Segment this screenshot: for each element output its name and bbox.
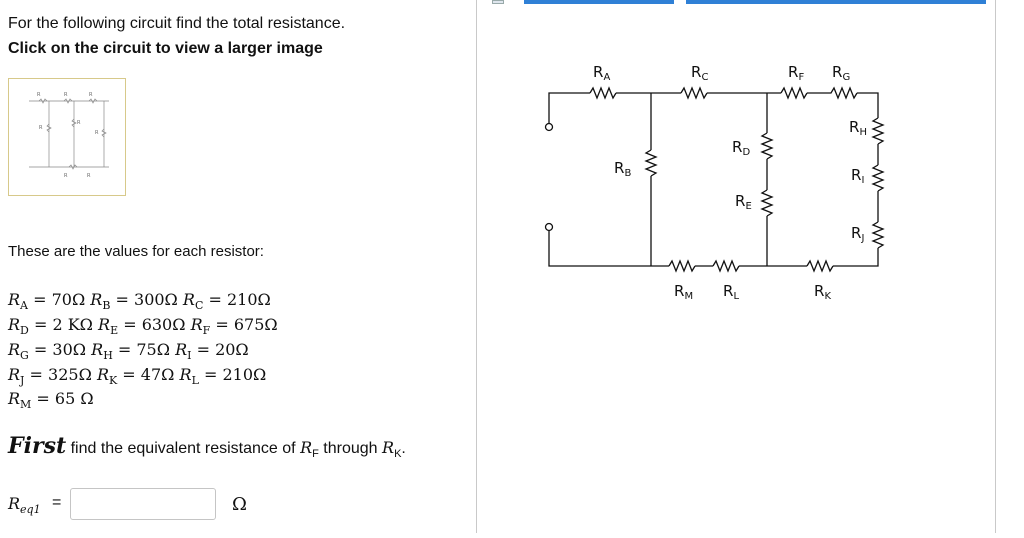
label-rm: M [684, 291, 693, 302]
svg-text:RC: RC [691, 63, 708, 83]
svg-text:R: R [64, 92, 68, 98]
svg-text:RG: RG [832, 63, 850, 83]
value-rg: 30Ω [52, 340, 87, 359]
label-rg: G [842, 72, 850, 83]
label-rd: D [742, 147, 750, 158]
answer-label-sub: eq1 [20, 503, 41, 517]
svg-text:R: R [87, 173, 91, 179]
values-line-5: RM = 65 Ω [8, 389, 94, 412]
svg-text:R: R [77, 120, 81, 126]
value-rb: 300Ω [134, 290, 178, 309]
values-line-2: RD = 2 KΩ RE = 630Ω RF = 675Ω [8, 315, 278, 338]
svg-text:RF: RF [788, 63, 804, 83]
label-rl: L [733, 291, 739, 302]
svg-text:R: R [95, 130, 99, 136]
svg-text:RJ: RJ [851, 224, 864, 244]
svg-text:RA: RA [593, 63, 610, 83]
instruction-end: . [401, 440, 406, 457]
values-line-1: RA = 70Ω RB = 300Ω RC = 210Ω [8, 290, 271, 313]
value-rh: 75Ω [136, 340, 170, 359]
toolbar-handle[interactable] [492, 0, 504, 4]
value-ra: 70Ω [51, 290, 86, 309]
svg-text:R: R [37, 92, 41, 98]
svg-text:RK: RK [814, 282, 831, 302]
instruction-from: F [312, 448, 319, 461]
svg-text:RI: RI [851, 166, 864, 186]
circuit-diagram[interactable]: RA RC RF RG RH RD RB RI RE RJ RM RL RK [477, 0, 995, 533]
values-label: These are the values for each resistor: [8, 243, 264, 260]
value-rm: 65 Ω [54, 389, 94, 408]
svg-text:RD: RD [732, 138, 750, 158]
circuit-panel: RA RC RF RG RH RD RB RI RE RJ RM RL RK [476, 0, 996, 533]
value-rl: 210Ω [222, 365, 267, 384]
svg-text:RL: RL [723, 282, 739, 302]
values-line-3: RG = 30Ω RH = 75Ω RI = 20Ω [8, 340, 249, 363]
instruction: First find the equivalent resistance of … [8, 433, 406, 461]
top-toolbar-strip [476, 0, 996, 4]
svg-text:R: R [64, 173, 68, 179]
value-rf: 675Ω [233, 315, 278, 334]
value-rc: 210Ω [226, 290, 271, 309]
label-rh: H [859, 127, 867, 138]
answer-input[interactable] [70, 488, 216, 520]
label-rc: C [701, 72, 708, 83]
label-rj: J [860, 233, 864, 244]
right-scroll-area [998, 0, 1024, 533]
value-rj: 325Ω [48, 365, 92, 384]
svg-text:R: R [39, 125, 43, 131]
view-larger-link[interactable]: Click on the circuit to view a larger im… [8, 40, 323, 57]
toolbar-segment-2 [686, 0, 986, 4]
question-panel: For the following circuit find the total… [0, 0, 470, 533]
svg-text:RB: RB [614, 159, 631, 179]
instruction-to: K [394, 448, 402, 461]
label-ri: I [861, 175, 864, 186]
value-rd: 2 KΩ [52, 315, 93, 334]
question-prompt: For the following circuit find the total… [8, 15, 346, 32]
svg-text:RM: RM [674, 282, 693, 302]
instruction-text: find the equivalent resistance of [70, 440, 296, 457]
answer-equals: = [52, 494, 62, 511]
svg-text:RE: RE [735, 192, 752, 212]
value-ri: 20Ω [215, 340, 249, 359]
value-re: 630Ω [141, 315, 186, 334]
circuit-thumbnail-image: R R R R R R R R [29, 92, 109, 179]
label-rk: K [824, 291, 831, 302]
circuit-thumbnail[interactable]: R R R R R R R R [8, 78, 126, 196]
label-rb: B [624, 168, 631, 179]
toolbar-segment-1 [524, 0, 674, 4]
answer-unit: Ω [232, 494, 247, 515]
answer-label: Req1 [8, 494, 41, 517]
svg-text:R: R [89, 92, 93, 98]
instruction-through: through [323, 440, 378, 457]
values-line-4: RJ = 325Ω RK = 47Ω RL = 210Ω [8, 365, 267, 388]
svg-text:RH: RH [849, 118, 867, 138]
value-rk: 47Ω [140, 365, 175, 384]
instruction-first: First [8, 433, 67, 459]
label-ra: A [603, 72, 610, 83]
label-rf: F [798, 72, 804, 83]
label-re: E [745, 201, 751, 212]
